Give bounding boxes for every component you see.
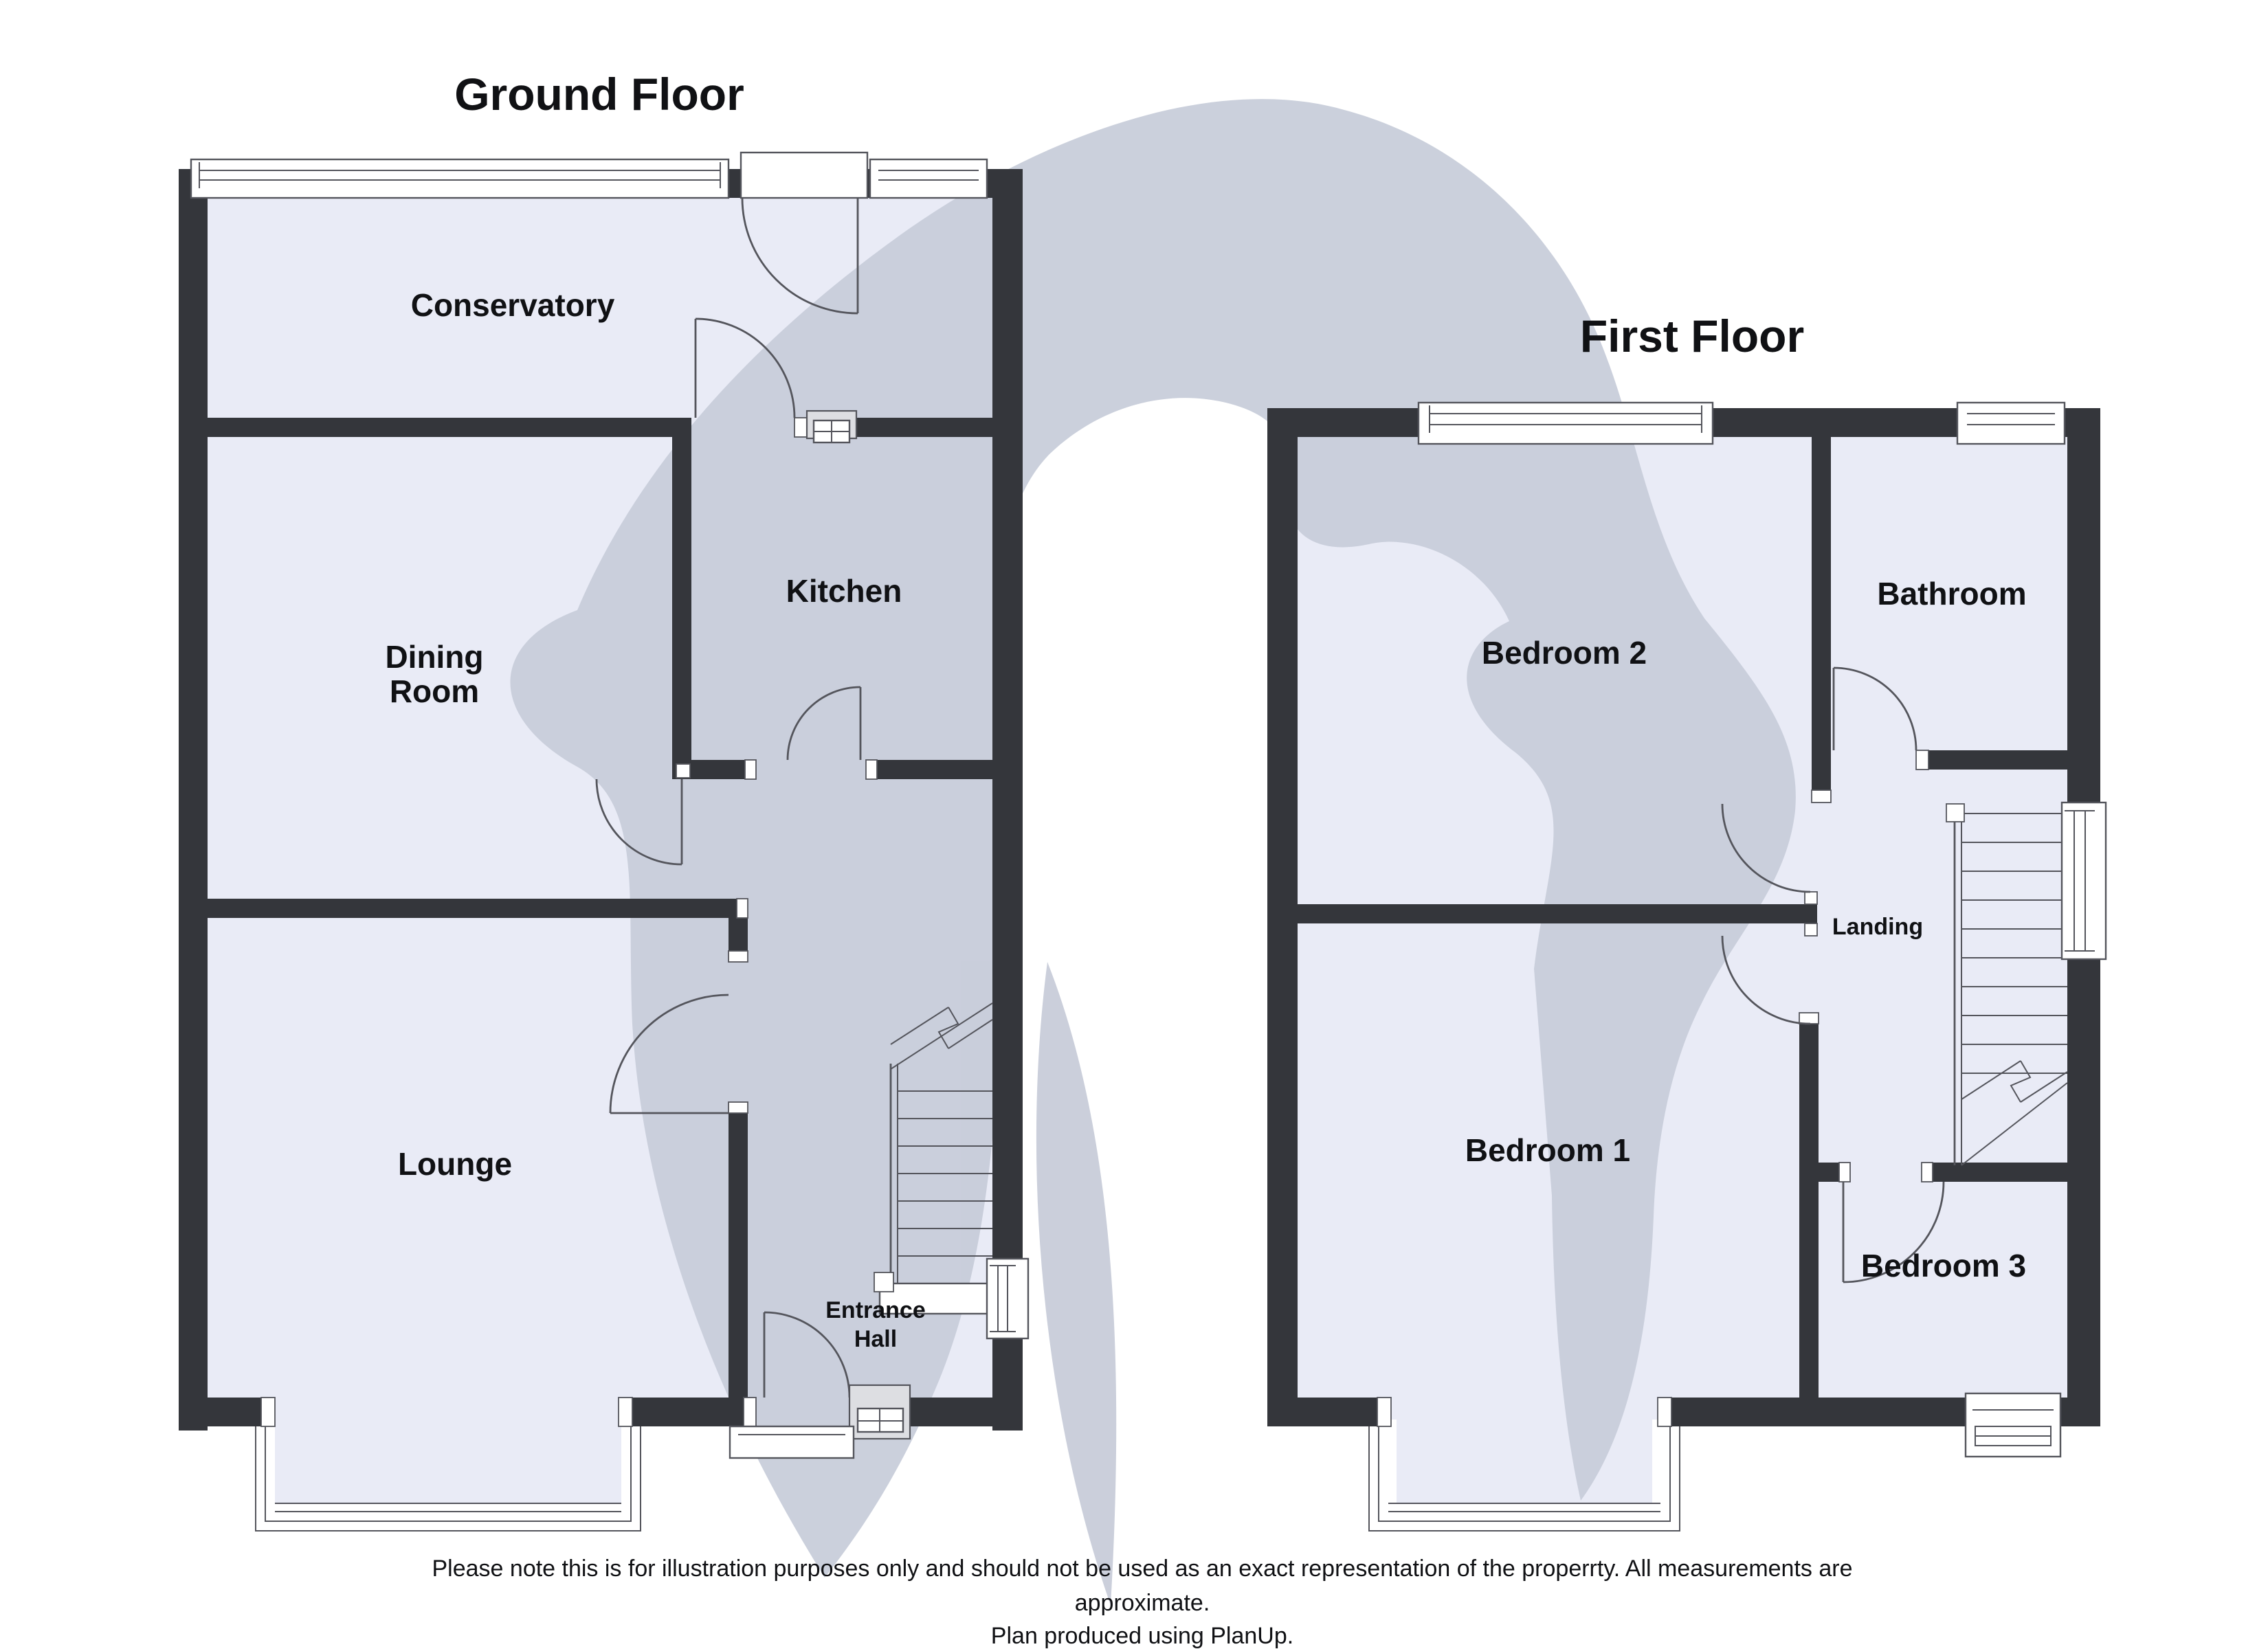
ff-bay-window <box>1368 1397 1680 1532</box>
gf-wall-kitchen-divider <box>672 418 691 760</box>
room-label-kitchen: Kitchen <box>786 573 902 609</box>
room-label-dining-line2: Room <box>390 673 479 709</box>
ff-wall-top-seg <box>1713 408 1957 437</box>
ff-door-bathroom <box>1832 666 1929 770</box>
room-label-landing: Landing <box>1832 914 1923 940</box>
room-label-entrance-line1: Entrance <box>825 1297 926 1323</box>
room-label-lounge: Lounge <box>398 1146 512 1182</box>
first-floor-title: First Floor <box>1580 311 1804 361</box>
gf-window-conservatory-short <box>869 158 988 199</box>
gf-door-dining <box>595 763 691 866</box>
ff-jamb <box>1804 891 1818 905</box>
gf-door-conservatory-kitchen <box>694 317 808 438</box>
gf-door-kitchen <box>744 686 878 780</box>
ff-window-bedroom2 <box>1417 401 1714 445</box>
gf-wall-bottom-seg <box>632 1398 744 1426</box>
gf-front-door <box>729 1311 911 1459</box>
room-label-bedroom2: Bedroom 2 <box>1482 635 1647 671</box>
ff-wall-top-seg <box>2065 408 2100 437</box>
gf-bay-window <box>255 1397 641 1532</box>
ff-wall-bathroom-divider <box>1812 437 1831 790</box>
gf-wall-conservatory-divider <box>851 418 992 437</box>
ff-wall-bottom-seg <box>1671 1398 1966 1426</box>
room-label-entrance-line2: Hall <box>854 1326 897 1352</box>
labels: Ground Floor First Floor Conservatory Di… <box>385 69 2026 1649</box>
ff-wall-bottom-seg <box>2060 1398 2100 1426</box>
ff-door-bedroom3 <box>1838 1162 1945 1283</box>
gf-wall-conservatory-divider <box>208 418 672 437</box>
gf-window-conservatory-long <box>190 158 730 199</box>
gf-wall-bottom-seg <box>179 1398 261 1426</box>
ff-wall-bedroom-divider <box>1267 904 1805 923</box>
gf-wall-right <box>992 169 1023 1431</box>
ff-wall-bathroom-bottom <box>1928 750 2067 770</box>
ground-floor-plan <box>179 151 1030 1532</box>
ff-wall-bedroom3-top <box>1799 1163 1839 1182</box>
ground-floor-title: Ground Floor <box>454 69 744 120</box>
gf-wall-kitchen-bottom <box>877 760 992 779</box>
first-floor-plan <box>1267 401 2107 1532</box>
gf-wall-lounge-divider <box>179 899 748 918</box>
ff-stairs <box>1946 803 2068 1166</box>
ff-jamb <box>1804 923 1818 936</box>
room-label-conservatory: Conservatory <box>411 287 615 323</box>
disclaimer-line1: Please note this is for illustration pur… <box>432 1556 1853 1582</box>
ff-wall-bedroom3-top <box>1933 1163 2067 1182</box>
gf-wall-top-seg <box>984 169 1023 198</box>
watermark-logo <box>510 99 1796 1605</box>
room-label-bathroom: Bathroom <box>1877 576 2026 612</box>
gf-stairs <box>874 1002 994 1315</box>
ff-jamb <box>1811 789 1832 803</box>
lounge-bay-floor <box>275 1402 621 1503</box>
room-label-bedroom1: Bedroom 1 <box>1465 1132 1630 1168</box>
ff-jamb <box>1799 1012 1819 1024</box>
ff-window-stairs <box>2060 801 2107 961</box>
ff-wall-bottom-seg <box>1267 1398 1377 1426</box>
room-label-dining-line1: Dining <box>385 639 483 675</box>
ff-wall-bedroom-divider-end <box>1805 904 1817 923</box>
ff-window-bedroom3 <box>1964 1392 2062 1458</box>
gf-kitchen-hatch <box>805 410 858 444</box>
ff-wall-bedroom3-left <box>1799 1024 1819 1398</box>
gf-window-hall <box>986 1257 1030 1340</box>
disclaimer-line2: approximate. <box>1075 1590 1210 1616</box>
ff-wall-top-seg <box>1267 408 1419 437</box>
ff-window-bathroom <box>1956 401 2066 445</box>
gf-wall-bottom-seg <box>892 1398 1023 1426</box>
gf-wall-left <box>179 169 208 1431</box>
disclaimer-line3: Plan produced using PlanUp. <box>991 1623 1293 1649</box>
ff-door-bedroom2-arc <box>1721 803 1811 893</box>
watermark-swoosh-main <box>510 99 1796 1578</box>
gf-door-lounge <box>609 898 748 1114</box>
gf-conservatory-entrance-door <box>740 151 869 315</box>
gf-wall-hall-divider <box>729 1113 748 1398</box>
ff-door-bedroom1-arc <box>1721 935 1811 1025</box>
watermark-swoosh-tail <box>1036 962 1117 1605</box>
room-label-bedroom3: Bedroom 3 <box>1861 1248 2026 1283</box>
